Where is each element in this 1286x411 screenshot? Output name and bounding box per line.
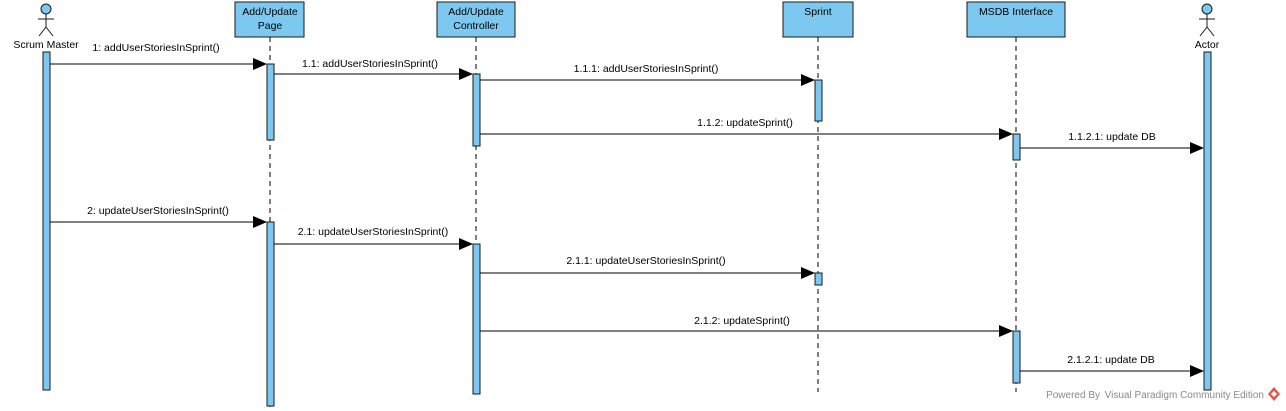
participant-label-sprint: Sprint (804, 6, 832, 18)
activation-controller-1 (472, 73, 481, 147)
arrowhead-icon (253, 216, 267, 228)
message-2-1-1: 2.1.1: updateUserStoriesInSprint() (480, 255, 815, 279)
activation-msdb-2 (1012, 330, 1021, 384)
participant-box-sprint (782, 1, 854, 38)
participant-label-actor: Actor (1195, 39, 1220, 51)
arrowhead-icon (459, 68, 473, 80)
arrowhead-icon (1190, 142, 1204, 154)
activation-sprint-1 (814, 79, 823, 122)
messages: 1: addUserStoriesInSprint() 1.1: addUser… (50, 42, 1204, 377)
activation-sprint-2 (814, 272, 823, 286)
lifelines (269, 37, 1017, 407)
activation-scrum-master (42, 51, 51, 391)
participant-label-page-line-2: Page (258, 20, 283, 32)
arrowhead-icon (999, 325, 1013, 337)
message-1-1-2-1: 1.1.2.1: update DB (1020, 131, 1204, 154)
participant-label-page-line-1: Add/Update (242, 6, 298, 18)
message-1-1-1: 1.1.1: addUserStoriesInSprint() (480, 63, 815, 86)
message-2-1-2: 2.1.2: updateSprint() (480, 315, 1013, 337)
arrowhead-icon (999, 128, 1013, 140)
visual-paradigm-logo-icon (1268, 387, 1280, 401)
participant-scrum-master: Scrum Master (13, 3, 79, 51)
activation-page-2 (266, 221, 275, 407)
message-label: 2: updateUserStoriesInSprint() (87, 205, 229, 217)
arrowhead-icon (459, 238, 473, 250)
participant-label-msdb: MSDB Interface (979, 6, 1053, 18)
message-label: 2.1.2.1: update DB (1067, 354, 1155, 366)
message-label: 2.1.1: updateUserStoriesInSprint() (566, 255, 725, 267)
arrowhead-icon (1190, 365, 1204, 377)
activation-actor (1203, 51, 1212, 391)
participant-label-scrum-master: Scrum Master (13, 39, 79, 51)
participant-actor: Actor (1195, 3, 1220, 51)
watermark-prefix: Powered By (1046, 390, 1100, 401)
message-label: 1.1.2.1: update DB (1068, 131, 1156, 143)
participant-sprint: Sprint (782, 1, 854, 38)
message-2: 2: updateUserStoriesInSprint() (50, 205, 267, 228)
message-2-1: 2.1: updateUserStoriesInSprint() (274, 226, 473, 250)
watermark: Powered By Visual Paradigm Community Edi… (1046, 387, 1280, 401)
participant-msdb-interface: MSDB Interface (966, 1, 1066, 38)
activation-page-1 (266, 63, 275, 141)
message-label: 1.1.1: addUserStoriesInSprint() (574, 63, 719, 75)
participant-add-update-controller: Add/Update Controller (436, 1, 516, 38)
message-1: 1: addUserStoriesInSprint() (50, 42, 267, 70)
arrowhead-icon (801, 267, 815, 279)
message-label: 1.1.2: updateSprint() (697, 117, 793, 129)
message-2-1-2-1: 2.1.2.1: update DB (1020, 354, 1204, 377)
participant-label-controller-line-1: Add/Update (448, 6, 504, 18)
activation-controller-2 (472, 243, 481, 395)
participant-box-page (234, 1, 305, 38)
arrowhead-icon (801, 74, 815, 86)
activation-bars (42, 51, 1212, 407)
activation-msdb-1 (1012, 133, 1021, 161)
arrowhead-icon (253, 58, 267, 70)
watermark-product: Visual Paradigm Community Edition (1105, 390, 1264, 401)
message-label: 1.1: addUserStoriesInSprint() (302, 58, 438, 70)
participant-box-msdb (966, 1, 1066, 38)
message-label: 1: addUserStoriesInSprint() (92, 42, 219, 54)
participant-label-controller-line-2: Controller (453, 20, 499, 32)
participant-add-update-page: Add/Update Page (234, 1, 305, 38)
participant-box-controller (436, 1, 516, 38)
message-label: 2.1: updateUserStoriesInSprint() (298, 226, 449, 238)
stick-figure-icon (1199, 3, 1215, 37)
message-1-1-2: 1.1.2: updateSprint() (480, 117, 1013, 140)
message-1-1: 1.1: addUserStoriesInSprint() (274, 58, 473, 80)
message-label: 2.1.2: updateSprint() (694, 315, 790, 327)
stick-figure-icon (38, 3, 54, 37)
